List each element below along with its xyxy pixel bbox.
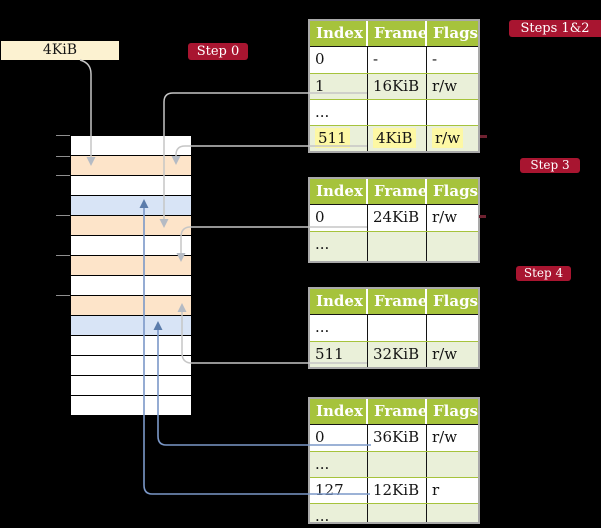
cell-index: ... (315, 507, 330, 525)
cell-frame: 4KiB (367, 126, 426, 151)
cell-frame: 32KiB (367, 342, 426, 367)
memory-row (71, 215, 191, 235)
memory-row (71, 375, 191, 395)
memory-row (71, 315, 191, 335)
header-index: Index (316, 182, 363, 200)
cell-index: ... (315, 103, 330, 121)
cell-index: 0 (315, 428, 325, 446)
header-index: Index (316, 292, 363, 310)
cell-flags (426, 504, 478, 522)
cell-flags (426, 100, 478, 125)
row-marker-dash (479, 215, 486, 218)
cell-frame: 36KiB (367, 425, 426, 451)
table-row: ... (310, 503, 478, 525)
memory-row (71, 135, 191, 155)
header-frame: Frame (366, 21, 427, 46)
cell-flags: r/w (426, 205, 478, 231)
cell-index: ... (315, 318, 330, 336)
cell-flags (426, 232, 478, 261)
memory-row (71, 195, 191, 215)
cell-frame (367, 504, 426, 522)
page-table-level-2: Index Frame Flags ... 511 32KiB r/w (308, 287, 480, 369)
table-row: ... (310, 451, 478, 477)
header-flags: Flags (425, 179, 478, 204)
cell-index: 511 (315, 345, 344, 363)
memory-row (71, 295, 191, 315)
cell-frame: - (367, 47, 426, 73)
header-frame: Frame (366, 399, 427, 424)
cell-index: 0 (315, 208, 325, 226)
cell-index: 1 (315, 77, 325, 95)
page-table-level-3: Index Frame Flags 0 24KiB r/w ... (308, 177, 480, 263)
cell-flags: r/w (426, 126, 478, 151)
table-header-row: Index Frame Flags (310, 289, 478, 315)
table-header-row: Index Frame Flags (310, 399, 478, 425)
memory-row (71, 255, 191, 275)
memory-row (71, 175, 191, 195)
cell-index: 511 (310, 126, 367, 151)
table-row: ... (310, 231, 478, 261)
header-flags: Flags (425, 21, 478, 46)
cell-flags: r (426, 478, 478, 503)
table-row: ... (310, 99, 478, 125)
row-marker-dash (480, 135, 487, 138)
cell-frame (367, 100, 426, 125)
memory-tick (56, 175, 70, 176)
highlight-index: 511 (315, 128, 350, 148)
table-row: 0 36KiB r/w (310, 425, 478, 451)
highlight-frame: 4KiB (373, 128, 416, 148)
physical-memory-column (70, 135, 192, 416)
memory-tick (56, 295, 70, 296)
memory-tick (56, 215, 70, 216)
cell-frame: 16KiB (367, 74, 426, 99)
memory-tick (56, 255, 70, 256)
table-row: 1 16KiB r/w (310, 73, 478, 99)
memory-tick (56, 135, 70, 136)
header-flags: Flags (425, 399, 478, 424)
table-header-row: Index Frame Flags (310, 179, 478, 205)
badge-step-0: Step 0 (188, 43, 248, 60)
cell-index: 127 (315, 481, 344, 499)
header-frame: Frame (366, 179, 427, 204)
cell-frame (367, 315, 426, 341)
header-index: Index (316, 402, 363, 420)
cell-frame: 24KiB (367, 205, 426, 231)
cell-index: ... (315, 455, 330, 473)
memory-row (71, 235, 191, 255)
table-row: 127 12KiB r (310, 477, 478, 503)
badge-step-4: Step 4 (516, 266, 571, 281)
cell-frame: 12KiB (367, 478, 426, 503)
cell-flags: r/w (426, 342, 478, 367)
header-flags: Flags (425, 289, 478, 314)
cell-frame (367, 232, 426, 261)
table-row: ... (310, 315, 478, 341)
cell-index: 0 (315, 50, 325, 68)
page-table-level-4: Index Frame Flags 0 - - 1 16KiB r/w ... … (308, 19, 480, 153)
table-header-row: Index Frame Flags (310, 21, 478, 47)
table-row: 0 - - (310, 47, 478, 73)
cell-frame (367, 452, 426, 477)
memory-row (71, 355, 191, 375)
table-row: 0 24KiB r/w (310, 205, 478, 231)
table-row-highlighted: 511 4KiB r/w (310, 125, 478, 151)
memory-row (71, 335, 191, 355)
cell-index: ... (315, 235, 330, 253)
cell-flags: r/w (426, 425, 478, 451)
memory-row (71, 155, 191, 175)
page-table-level-1: Index Frame Flags 0 36KiB r/w ... 127 12… (308, 397, 480, 525)
memory-row (71, 275, 191, 295)
header-frame: Frame (366, 289, 427, 314)
memory-row (71, 395, 191, 415)
highlight-flags: r/w (432, 128, 464, 148)
badge-step-3: Step 3 (520, 158, 580, 173)
memory-tick (56, 156, 70, 157)
header-index: Index (316, 24, 363, 42)
cell-flags (426, 452, 478, 477)
memory-address-label: 4KiB (1, 41, 119, 60)
cell-flags: r/w (426, 74, 478, 99)
table-row: 511 32KiB r/w (310, 341, 478, 367)
cell-flags (426, 315, 478, 341)
cell-flags: - (426, 47, 478, 73)
badge-steps-1-2: Steps 1&2 (509, 20, 601, 37)
